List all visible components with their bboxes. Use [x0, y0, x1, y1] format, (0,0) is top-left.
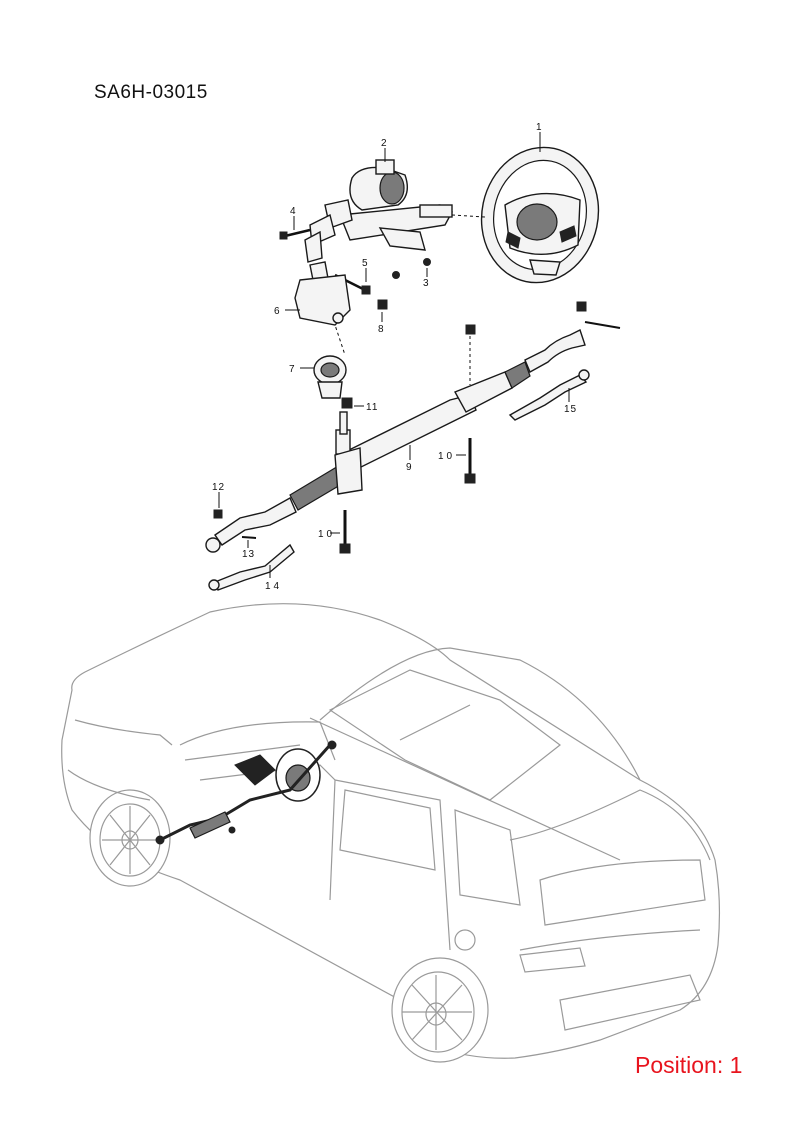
- tie-rod-end-15[interactable]: [508, 369, 590, 421]
- fastener-4[interactable]: [279, 228, 311, 240]
- callout-4: 4: [290, 206, 296, 217]
- steering-column[interactable]: [304, 159, 486, 263]
- callout-14: 14: [265, 581, 282, 592]
- bolt-10-right[interactable]: [464, 438, 476, 484]
- tie-rod-right[interactable]: [524, 301, 621, 373]
- position-indicator: Position: 1: [635, 1052, 743, 1078]
- diagram-code: SA6H-03015: [94, 82, 208, 103]
- callout-8: 8: [378, 324, 384, 335]
- callout-2: 2: [381, 138, 387, 149]
- callout-13: 13: [242, 549, 255, 560]
- callout-15: 15: [564, 404, 577, 415]
- tie-rod-end-14[interactable]: [208, 543, 295, 591]
- callout-12: 12: [212, 482, 225, 493]
- callout-10-left: 10: [318, 529, 335, 540]
- nut-11[interactable]: [341, 397, 353, 409]
- tie-rod-left[interactable]: [205, 497, 297, 553]
- nut-8[interactable]: [377, 299, 388, 310]
- callout-9: 9: [406, 462, 412, 473]
- callout-10-right: 10: [438, 451, 455, 462]
- mounting-bracket[interactable]: [294, 274, 351, 326]
- callout-11: 11: [366, 402, 378, 413]
- callout-numbers: 1 2 3 4 5 6 7 8 9 10 10 11 12 13 14 15: [212, 122, 577, 592]
- steering-wheel[interactable]: [469, 136, 611, 293]
- bolt-10-left[interactable]: [339, 510, 351, 554]
- vehicle-illustration: [61, 603, 721, 1063]
- callout-3: 3: [423, 278, 429, 289]
- callout-leaders: [218, 132, 570, 578]
- callout-5: 5: [362, 258, 368, 269]
- column-boot[interactable]: [313, 355, 347, 399]
- callout-1: 1: [536, 122, 542, 133]
- fastener-3[interactable]: [392, 258, 431, 279]
- callout-7: 7: [289, 364, 295, 375]
- steering-rack[interactable]: [289, 324, 531, 511]
- vehicle-steering-assembly: [155, 740, 337, 845]
- callout-6: 6: [274, 306, 280, 317]
